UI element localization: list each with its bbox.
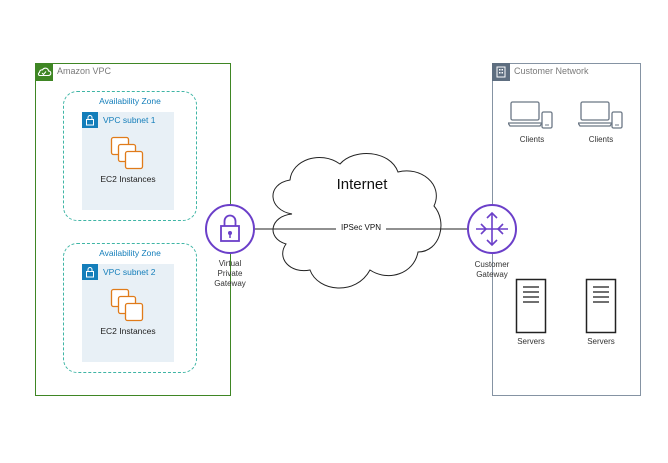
customer-gateway-icon: [466, 203, 518, 260]
servers-label: Servers: [517, 337, 545, 346]
availability-zone-label: Availability Zone: [99, 248, 161, 258]
ec2-instances-icon: [110, 136, 146, 177]
ec2-instances-label: EC2 Instances: [100, 326, 156, 336]
ec2-instances-label: EC2 Instances: [100, 174, 156, 184]
subnet-label: VPC subnet 2: [103, 267, 156, 277]
virtual-private-gateway-label: Virtual Private Gateway: [214, 259, 246, 288]
server-icon: [515, 278, 547, 339]
customer-gateway-label: Customer Gateway: [474, 260, 510, 279]
clients-label: Clients: [519, 135, 545, 144]
availability-zone-label: Availability Zone: [99, 96, 161, 106]
clients-icon: [576, 98, 626, 137]
lock-icon: [82, 112, 98, 128]
availability-zone-2: [63, 243, 197, 373]
ipsec-vpn-label: IPSec VPN: [336, 223, 386, 232]
availability-zone-1: [63, 91, 197, 221]
internet-label: Internet: [336, 176, 388, 193]
servers-label: Servers: [587, 337, 615, 346]
lock-icon: [82, 264, 98, 280]
internet-cloud-icon: [272, 153, 442, 289]
cloud-icon: [35, 63, 53, 81]
clients-label: Clients: [588, 135, 614, 144]
clients-icon: [506, 98, 556, 137]
customer-network-label: Customer Network: [514, 66, 589, 76]
vpc-label: Amazon VPC: [57, 66, 112, 76]
building-icon: [492, 63, 510, 81]
virtual-private-gateway-icon: [204, 203, 256, 260]
server-icon: [585, 278, 617, 339]
subnet-label: VPC subnet 1: [103, 115, 156, 125]
ec2-instances-icon: [110, 288, 146, 329]
